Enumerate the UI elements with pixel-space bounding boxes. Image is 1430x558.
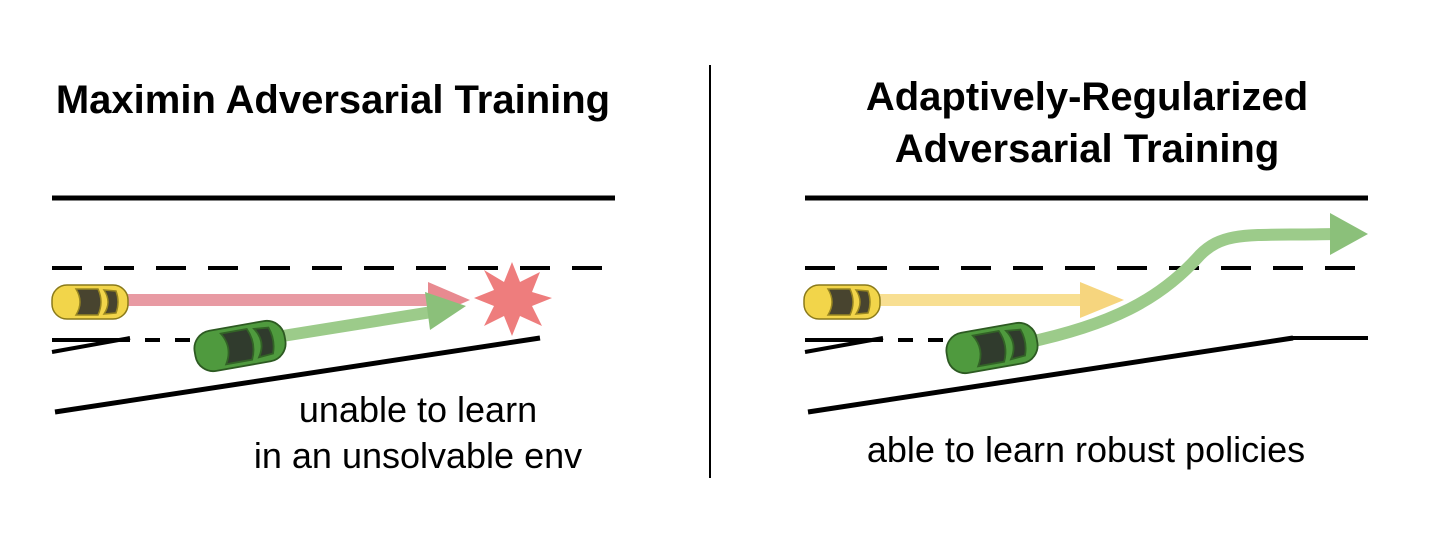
adversary-path-arrowhead <box>425 292 466 330</box>
right-panel: Adaptively-Regularized Adversarial Train… <box>803 75 1368 470</box>
yellow-car-icon <box>51 284 129 320</box>
adversary-path-arrow <box>1023 213 1368 349</box>
right-panel-title-line1: Adaptively-Regularized <box>866 75 1308 119</box>
right-panel-title-line2: Adversarial Training <box>895 127 1280 171</box>
left-panel: Maximin Adversarial Training unable to l… <box>51 78 615 476</box>
left-caption-line2: in an unsolvable env <box>254 435 582 476</box>
right-road <box>804 195 1368 415</box>
merge-lane-edge <box>54 335 541 415</box>
yellow-car-icon <box>803 284 881 320</box>
adversary-path-arrowhead <box>1330 213 1368 255</box>
adversary-path-line <box>269 306 433 344</box>
ego-path-arrowhead <box>1080 282 1124 318</box>
right-caption: able to learn robust policies <box>867 429 1305 470</box>
left-road <box>51 195 615 415</box>
merge-lane-stub <box>51 336 131 354</box>
green-car-icon <box>190 317 290 375</box>
left-caption-line1: unable to learn <box>299 389 537 430</box>
left-panel-title: Maximin Adversarial Training <box>56 78 610 122</box>
crash-burst-icon <box>474 262 552 336</box>
merge-lane-stub <box>804 336 884 354</box>
adversary-path-curve <box>1023 228 1336 349</box>
adversary-path-arrow <box>269 292 466 344</box>
merge-lane-edge <box>807 335 1294 415</box>
green-car-icon <box>942 319 1042 377</box>
ego-path-arrow <box>872 282 1124 318</box>
